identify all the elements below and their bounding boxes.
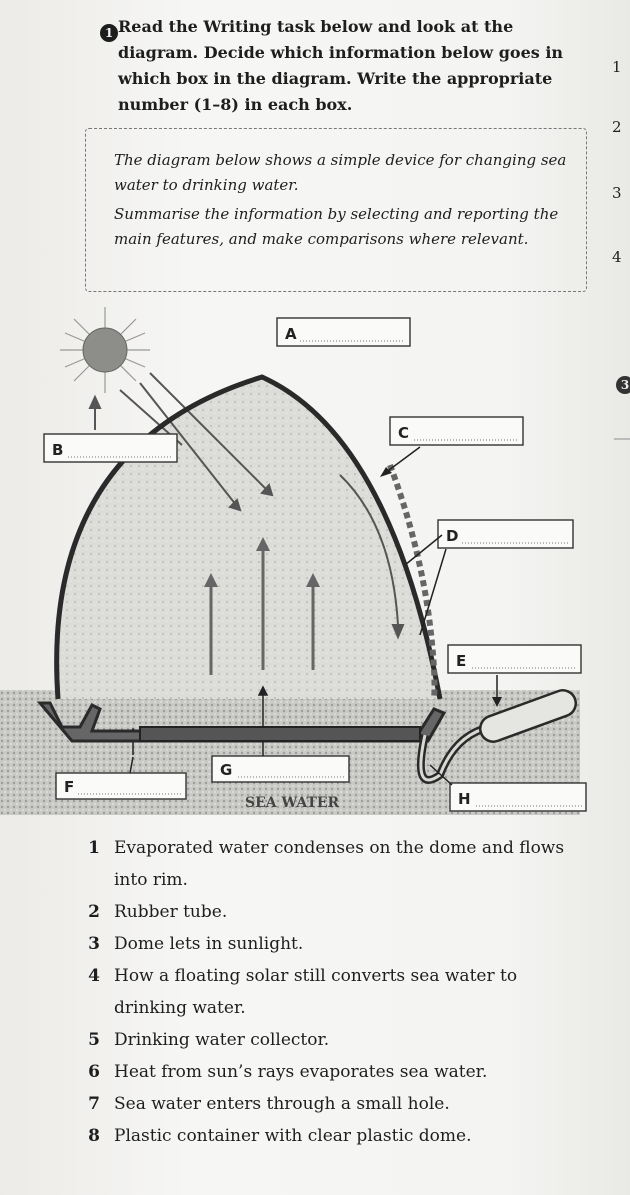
svg-text:H: H — [458, 790, 471, 808]
writing-task-text: The diagram below shows a simple device … — [114, 148, 584, 256]
drinking-water-collector — [478, 689, 578, 743]
container-base — [139, 726, 421, 742]
margin-number-4: 4 — [612, 248, 622, 266]
svg-text:C: C — [398, 424, 409, 442]
margin-number-2: 2 — [612, 118, 622, 136]
label-c: C — [380, 416, 524, 477]
margin-number-1: 1 — [612, 58, 622, 76]
svg-text:A: A — [285, 325, 297, 343]
svg-text:G: G — [220, 761, 232, 779]
task-line-1: The diagram below shows a simple device … — [114, 151, 567, 194]
down-flow-arrow — [339, 474, 405, 640]
margin-number-3: 3 — [612, 184, 622, 202]
svg-text:E: E — [456, 652, 466, 670]
sea-water-label: SEA WATER — [245, 795, 340, 811]
writing-task-box — [85, 128, 587, 292]
condensation-droplets — [387, 463, 438, 700]
label-b: B — [43, 433, 178, 463]
label-h: H — [429, 764, 587, 812]
label-e: E — [447, 644, 582, 707]
dome-interior — [56, 377, 441, 699]
margin-divider — [614, 438, 630, 440]
label-f: F — [55, 756, 187, 800]
instruction-text: Read the Writing task below and look at … — [118, 17, 564, 114]
label-d: D — [404, 519, 574, 636]
solar-still-diagram: A B C D E — [0, 307, 587, 815]
evaporation-arrows — [204, 537, 320, 675]
svg-text:B: B — [52, 441, 63, 459]
svg-text:F: F — [64, 778, 74, 796]
sun-ray-arrows — [88, 372, 274, 512]
svg-text:D: D — [446, 527, 458, 545]
label-a: A — [276, 317, 411, 347]
exercise-number: 1 — [100, 24, 118, 42]
margin-circle-number: 3 — [616, 376, 630, 394]
clear-plastic-dome — [54, 374, 443, 700]
exercise-instruction: Read the Writing task below and look at … — [118, 14, 583, 118]
task-line-2: Summarise the information by selecting a… — [114, 205, 559, 248]
sun-icon — [60, 307, 150, 393]
label-g: G — [211, 741, 350, 783]
